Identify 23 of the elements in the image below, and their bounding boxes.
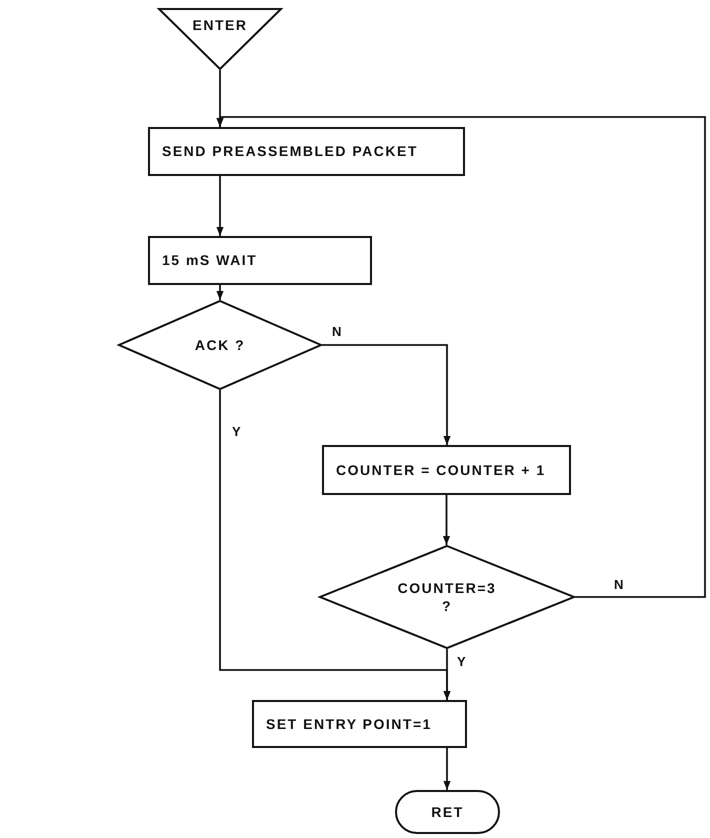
node-label: RET [431, 802, 464, 822]
edge-label: Y [230, 425, 243, 438]
node-label: SEND PREASSEMBLED PACKET [162, 142, 418, 161]
arrow [443, 649, 451, 700]
node-label: COUNTER = COUNTER + 1 [336, 460, 546, 480]
node-label: COUNTER=3 ? [396, 578, 498, 616]
edge-label: N [612, 578, 626, 591]
arrow [443, 748, 451, 790]
process-box [148, 127, 465, 176]
process-box [322, 445, 571, 495]
node-label: 15 mS WAIT [162, 251, 258, 270]
edge-label: Y [455, 655, 468, 668]
arrow [216, 176, 224, 236]
edge-label: N [330, 325, 344, 338]
node-label: ACK ? [194, 336, 246, 354]
arrow [216, 116, 706, 598]
arrow [216, 285, 224, 300]
arrow [322, 344, 451, 445]
arrow [442, 495, 450, 545]
process-box [148, 236, 372, 285]
node-label: SET ENTRY POINT=1 [266, 714, 432, 734]
node-label: ENTER [192, 16, 248, 34]
process-box [252, 700, 467, 748]
